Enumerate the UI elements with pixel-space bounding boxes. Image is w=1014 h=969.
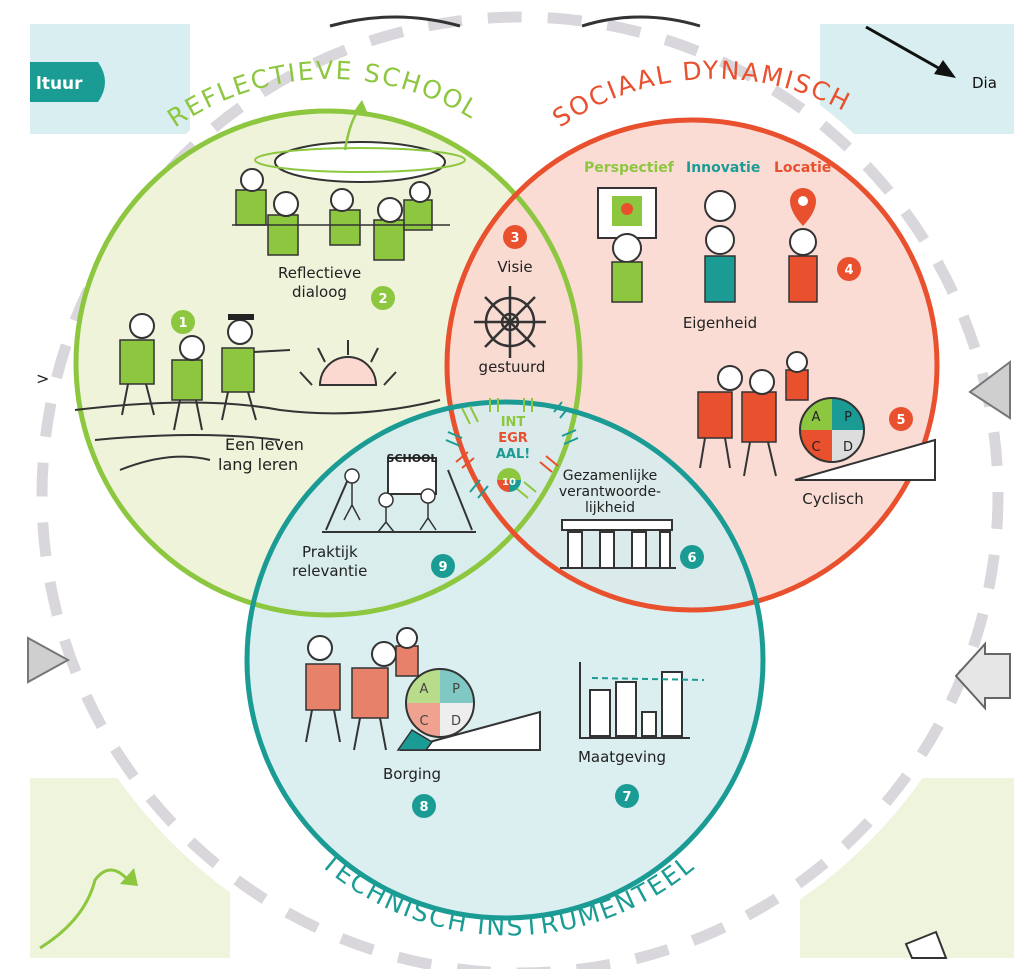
locatie-person [788,188,818,303]
gezamenlijk-label-2: verantwoorde- [559,484,661,500]
svg-text:C: C [811,440,820,455]
badge-9: 9 [431,554,455,578]
top-arc-right [581,15,701,28]
bridge-pillars-icon [560,519,676,569]
integraal-line-2: EGR [498,431,528,446]
innovatie-label: Innovatie [686,160,760,176]
cyclisch-illustration [697,351,936,481]
svg-text:C: C [419,714,428,729]
praktijk-label-2: relevantie [292,562,367,580]
svg-text:P: P [452,682,460,697]
arrow-top-right: Dia [865,25,997,92]
svg-text:10: 10 [502,477,516,488]
reflectieve-dialoog-label-1: Reflectieve [278,264,361,282]
badge-3: 3 [503,225,527,249]
borging-label: Borging [383,765,441,783]
red-circle [444,117,940,613]
integraal-line-1: INT [501,415,526,430]
side-arrow-left-lower [27,636,71,684]
svg-text:3: 3 [510,231,519,246]
side-arrow-right-lower [954,641,1011,711]
borging-illustration [305,627,541,751]
side-arrow-left-upper: > [36,369,49,388]
svg-text:D: D [451,714,461,729]
visie-label: Visie [497,258,532,276]
teal-circle [244,399,766,921]
svg-text:2: 2 [378,292,387,307]
badge-6: 6 [680,545,704,569]
ship-wheel-icon [474,286,546,358]
svg-text:6: 6 [687,551,696,566]
svg-text:1: 1 [178,316,187,331]
een-leven-label-1: Een leven [225,435,304,454]
badge-7: 7 [615,784,639,808]
edge-tag-left: ltuur [30,62,105,102]
een-leven-label-2: lang leren [218,455,298,474]
eigenheid-label: Eigenheid [683,314,757,332]
bg-teal-top-right [820,24,1014,134]
bottom-right-doc-icon [904,930,948,959]
badge-4: 4 [837,257,861,281]
pdca-wheel-borging: A P C D [405,668,475,738]
locatie-label: Locatie [774,160,831,176]
reflectieve-dialoog-illustration [232,100,466,261]
svg-text:P: P [844,410,852,425]
innovatie-person [704,190,736,303]
edge-tag-left-text: ltuur [36,74,83,94]
green-circle [73,108,583,618]
badge-10: 10 [497,468,521,492]
svg-text:7: 7 [622,790,631,805]
visie-sub-label: gestuurd [479,358,546,376]
svg-text:A: A [420,682,429,697]
gezamenlijk-label-3: lijkheid [585,500,635,516]
perspectief-label: Perspectief [584,160,675,176]
perspectief-person [597,187,657,303]
svg-text:D: D [843,440,853,455]
een-leven-illustration [74,313,441,471]
side-arrow-right-upper [968,360,1011,420]
svg-text:5: 5 [896,413,905,428]
praktijk-label-1: Praktijk [302,543,358,561]
school-sign: SCHOOL [387,452,438,465]
cyclisch-label: Cyclisch [802,490,864,508]
badge-2: 2 [371,286,395,310]
integraal-hashes [445,398,579,499]
badge-8: 8 [412,794,436,818]
gezamenlijk-label-1: Gezamenlijke [563,468,657,484]
pdca-wheel-cyclisch: A P C D [799,397,865,463]
svg-text:9: 9 [438,560,447,575]
praktijk-illustration: SCHOOL [322,452,476,533]
integraal-line-3: AAL! [496,447,530,462]
bottom-left-arrow [39,868,130,950]
svg-text:4: 4 [844,263,853,278]
top-arc-left [329,15,461,28]
bar-chart-icon [579,662,705,739]
edge-text-right: Dia [972,74,997,92]
svg-text:8: 8 [419,800,428,815]
svg-text:A: A [812,410,821,425]
maatgeving-label: Maatgeving [578,748,666,766]
badge-1: 1 [171,310,195,334]
outer-dashed-ring [36,11,1004,969]
badge-5: 5 [889,407,913,431]
reflectieve-dialoog-label-2: dialoog [292,283,347,301]
